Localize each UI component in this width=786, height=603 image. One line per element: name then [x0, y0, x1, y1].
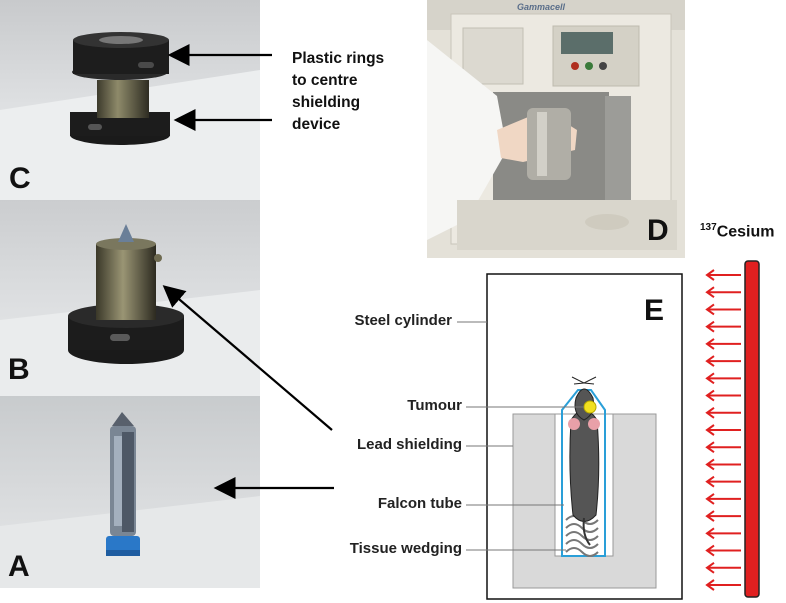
radiation-arrow: [705, 527, 741, 540]
arrow-to-shield: [162, 285, 333, 431]
label-falcon-tube: Falcon tube: [377, 495, 462, 512]
radiation-arrow: [705, 561, 741, 574]
radiation-arrow: [705, 269, 741, 281]
radiation-arrow: [705, 441, 741, 454]
panel-letter-a: A: [8, 550, 30, 583]
radiation-arrow: [705, 320, 741, 333]
radiation-arrow: [705, 372, 741, 385]
radiation-arrows: [705, 269, 741, 591]
radiation-arrow: [705, 544, 741, 557]
radiation-arrow: [705, 493, 741, 505]
tumour: [583, 400, 597, 414]
radiation-arrow: [705, 389, 741, 402]
panel-letter-e: E: [644, 294, 665, 327]
falcon-tube: [561, 389, 606, 557]
cesium-label: 137Cesium: [700, 222, 774, 241]
cesium-isotope-number: 137: [700, 222, 717, 233]
label-tissue-wedging: Tissue wedging: [349, 540, 462, 557]
radiation-arrow: [705, 406, 741, 419]
radiation-arrow: [705, 424, 741, 436]
radiation-arrow: [705, 579, 741, 591]
rings-annotation-line-2: to centre: [292, 72, 358, 89]
radiation-arrow: [705, 458, 741, 471]
radiation-arrow: [705, 303, 741, 316]
label-tumour: Tumour: [407, 397, 462, 414]
photo-d-irradiator: [427, 0, 685, 258]
cesium-name: Cesium: [716, 223, 775, 241]
photo-c-rings: [0, 0, 260, 200]
label-lead-shielding: Lead shielding: [356, 436, 462, 453]
photo-b-shield: [0, 200, 260, 396]
panel-letter-c: C: [9, 162, 31, 195]
machine-brand-text: Gammacell: [517, 2, 566, 12]
mouse: [568, 376, 600, 546]
rings-annotation-line-1: Plastic rings: [292, 50, 385, 67]
label-steel-cylinder: Steel cylinder: [354, 312, 452, 329]
radiation-arrow: [705, 475, 741, 488]
panel-letter-d: D: [647, 214, 669, 247]
radiation-arrow: [705, 355, 741, 367]
radiation-arrow: [705, 510, 741, 522]
radiation-arrow: [705, 286, 741, 299]
cesium-source-rod: [744, 260, 760, 598]
rings-annotation: Plastic rings to centre shielding device: [292, 48, 384, 136]
rings-annotation-line-3: shielding: [292, 94, 361, 111]
rings-annotation-line-4: device: [292, 116, 341, 133]
radiation-arrow: [705, 338, 741, 350]
panel-letter-b: B: [8, 353, 30, 386]
